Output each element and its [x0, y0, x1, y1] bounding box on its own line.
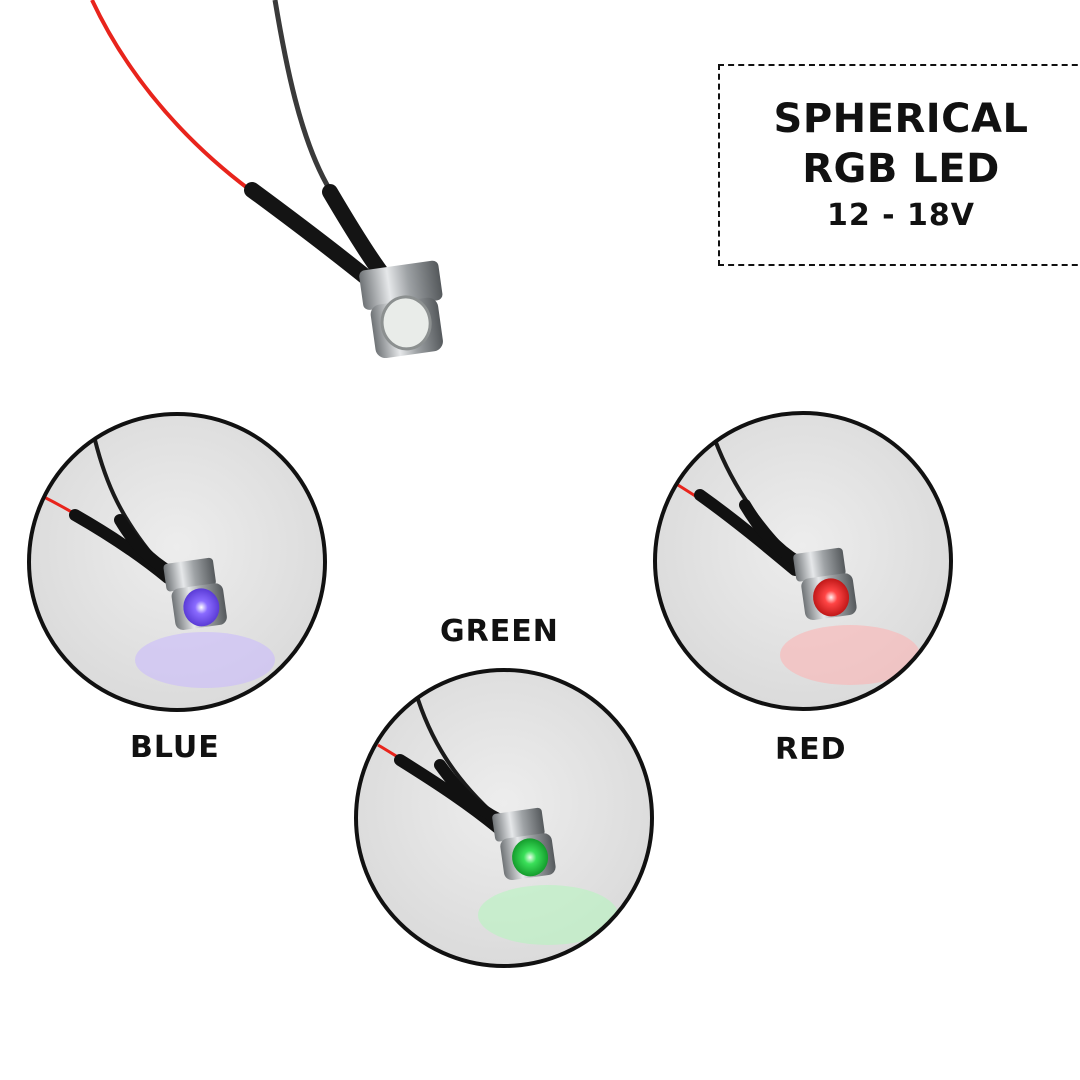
title-box: SPHERICAL RGB LED 12 - 18V [718, 64, 1080, 266]
green-led-circle [354, 668, 654, 968]
title-line1: SPHERICAL [773, 96, 1029, 142]
red-wire [90, 0, 374, 282]
main-led [90, 0, 443, 359]
red-glow [813, 578, 850, 617]
green-label: GREEN [440, 614, 559, 649]
red-label: RED [775, 732, 847, 767]
led-lens [380, 295, 432, 351]
voltage-label: 12 - 18V [826, 198, 976, 233]
blue-led-circle [27, 412, 327, 712]
shrink-tube [322, 184, 390, 282]
blue-label: BLUE [130, 730, 220, 765]
green-glow [512, 838, 549, 877]
blue-glow [183, 588, 220, 627]
title-line2: RGB LED [802, 146, 1000, 192]
hex-nut [359, 260, 443, 310]
shrink-tube [244, 182, 380, 290]
red-led-circle [653, 411, 953, 711]
black-wire [272, 0, 388, 277]
